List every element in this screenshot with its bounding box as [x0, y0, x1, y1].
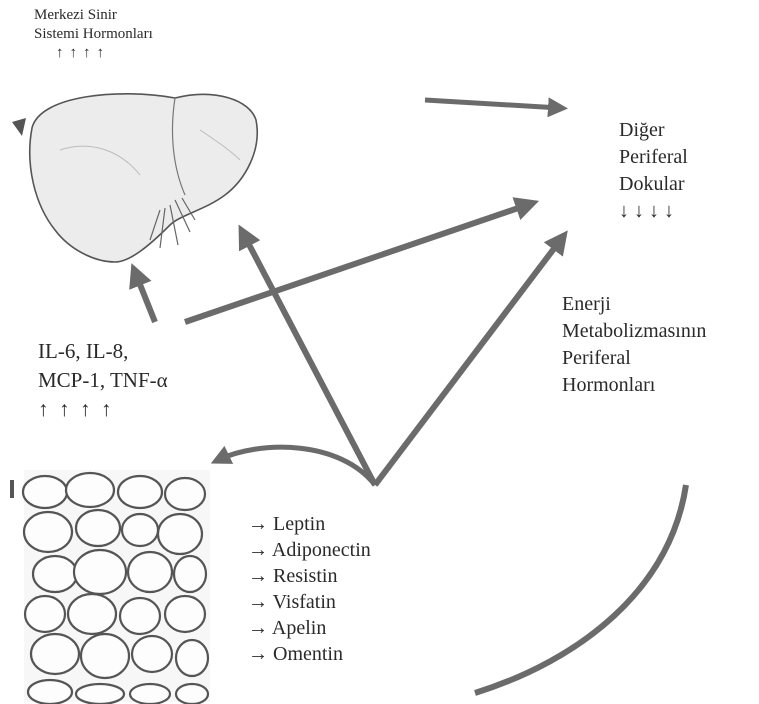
- fat-cell: [23, 476, 67, 508]
- fat-cell: [158, 514, 202, 554]
- tissues-line1: Diğer: [619, 117, 688, 144]
- cytokines-line1: IL-6, IL-8,: [38, 337, 168, 366]
- liver-illustration: [30, 94, 257, 262]
- tissues-line2: Periferal: [619, 144, 688, 171]
- adipokine-resistin: → Resistin: [248, 563, 371, 589]
- cns-label-line2: Sistemi Hormonları: [34, 25, 153, 44]
- cns-label-line1: Merkezi Sinir: [34, 6, 153, 25]
- large-arc: [475, 485, 686, 693]
- tissues-line3: Dokular: [619, 171, 688, 198]
- adipokine-omentin: → Omentin: [248, 641, 371, 667]
- arrow-cytokines-to-liver: [135, 272, 155, 322]
- fat-cell: [122, 514, 158, 546]
- fat-cell: [118, 476, 162, 508]
- cytokines-up-arrows: ↑ ↑ ↑ ↑: [38, 395, 168, 424]
- adipokine-adiponectin: → Adiponectin: [248, 537, 371, 563]
- fat-cell: [68, 594, 116, 634]
- adipokine-visfatin: → Visfatin: [248, 589, 371, 615]
- fat-cell: [74, 550, 126, 594]
- energy-line4: Hormonları: [562, 372, 706, 399]
- fat-cell: [81, 634, 129, 678]
- adipokine-apelin: → Apelin: [248, 615, 371, 641]
- fat-cell: [76, 684, 124, 704]
- left-arrow-tail-bottom: [10, 480, 14, 498]
- fat-cell: [165, 596, 205, 632]
- fat-cell: [130, 684, 170, 704]
- fat-cell: [25, 596, 65, 632]
- left-arrowhead-top: [12, 118, 26, 136]
- fat-cell: [66, 473, 114, 507]
- cytokines-label: IL-6, IL-8, MCP-1, TNF-α ↑ ↑ ↑ ↑: [38, 337, 168, 424]
- fat-cell: [132, 636, 172, 672]
- energy-line1: Enerji: [562, 291, 706, 318]
- fat-cell: [33, 556, 77, 592]
- fat-cell: [174, 556, 206, 592]
- cns-up-arrows: ↑↑↑↑: [34, 44, 153, 63]
- adipokine-leptin: → Leptin: [248, 511, 371, 537]
- fat-cell: [165, 478, 205, 510]
- tissues-down-arrows: ↓ ↓ ↓ ↓: [619, 198, 688, 225]
- energy-line3: Periferal: [562, 345, 706, 372]
- cns-label: Merkezi Sinir Sistemi Hormonları ↑↑↑↑: [34, 6, 153, 63]
- fat-cell: [176, 684, 208, 704]
- energy-hormones-label: Enerji Metabolizmasının Periferal Hormon…: [562, 291, 706, 399]
- fat-cell: [128, 552, 172, 592]
- arrow-adipose-to-cytokines: [218, 447, 375, 485]
- energy-line2: Metabolizmasının: [562, 318, 706, 345]
- peripheral-tissues-label: Diğer Periferal Dokular ↓ ↓ ↓ ↓: [619, 117, 688, 225]
- fat-cell: [28, 680, 72, 704]
- arrow-adipose-to-tissues: [375, 238, 562, 485]
- arrow-cytokines-to-tissues: [185, 204, 530, 322]
- fat-cell: [120, 598, 160, 634]
- fat-cell: [176, 640, 208, 676]
- fat-cell: [76, 510, 120, 546]
- fat-cell: [31, 634, 79, 674]
- fat-cell: [24, 512, 72, 552]
- cytokines-line2: MCP-1, TNF-α: [38, 366, 168, 395]
- arrow-liver-to-tissues: [425, 100, 560, 108]
- adipose-tissue-illustration: [23, 470, 210, 704]
- adipokine-list: → Leptin → Adiponectin → Resistin → Visf…: [248, 511, 371, 667]
